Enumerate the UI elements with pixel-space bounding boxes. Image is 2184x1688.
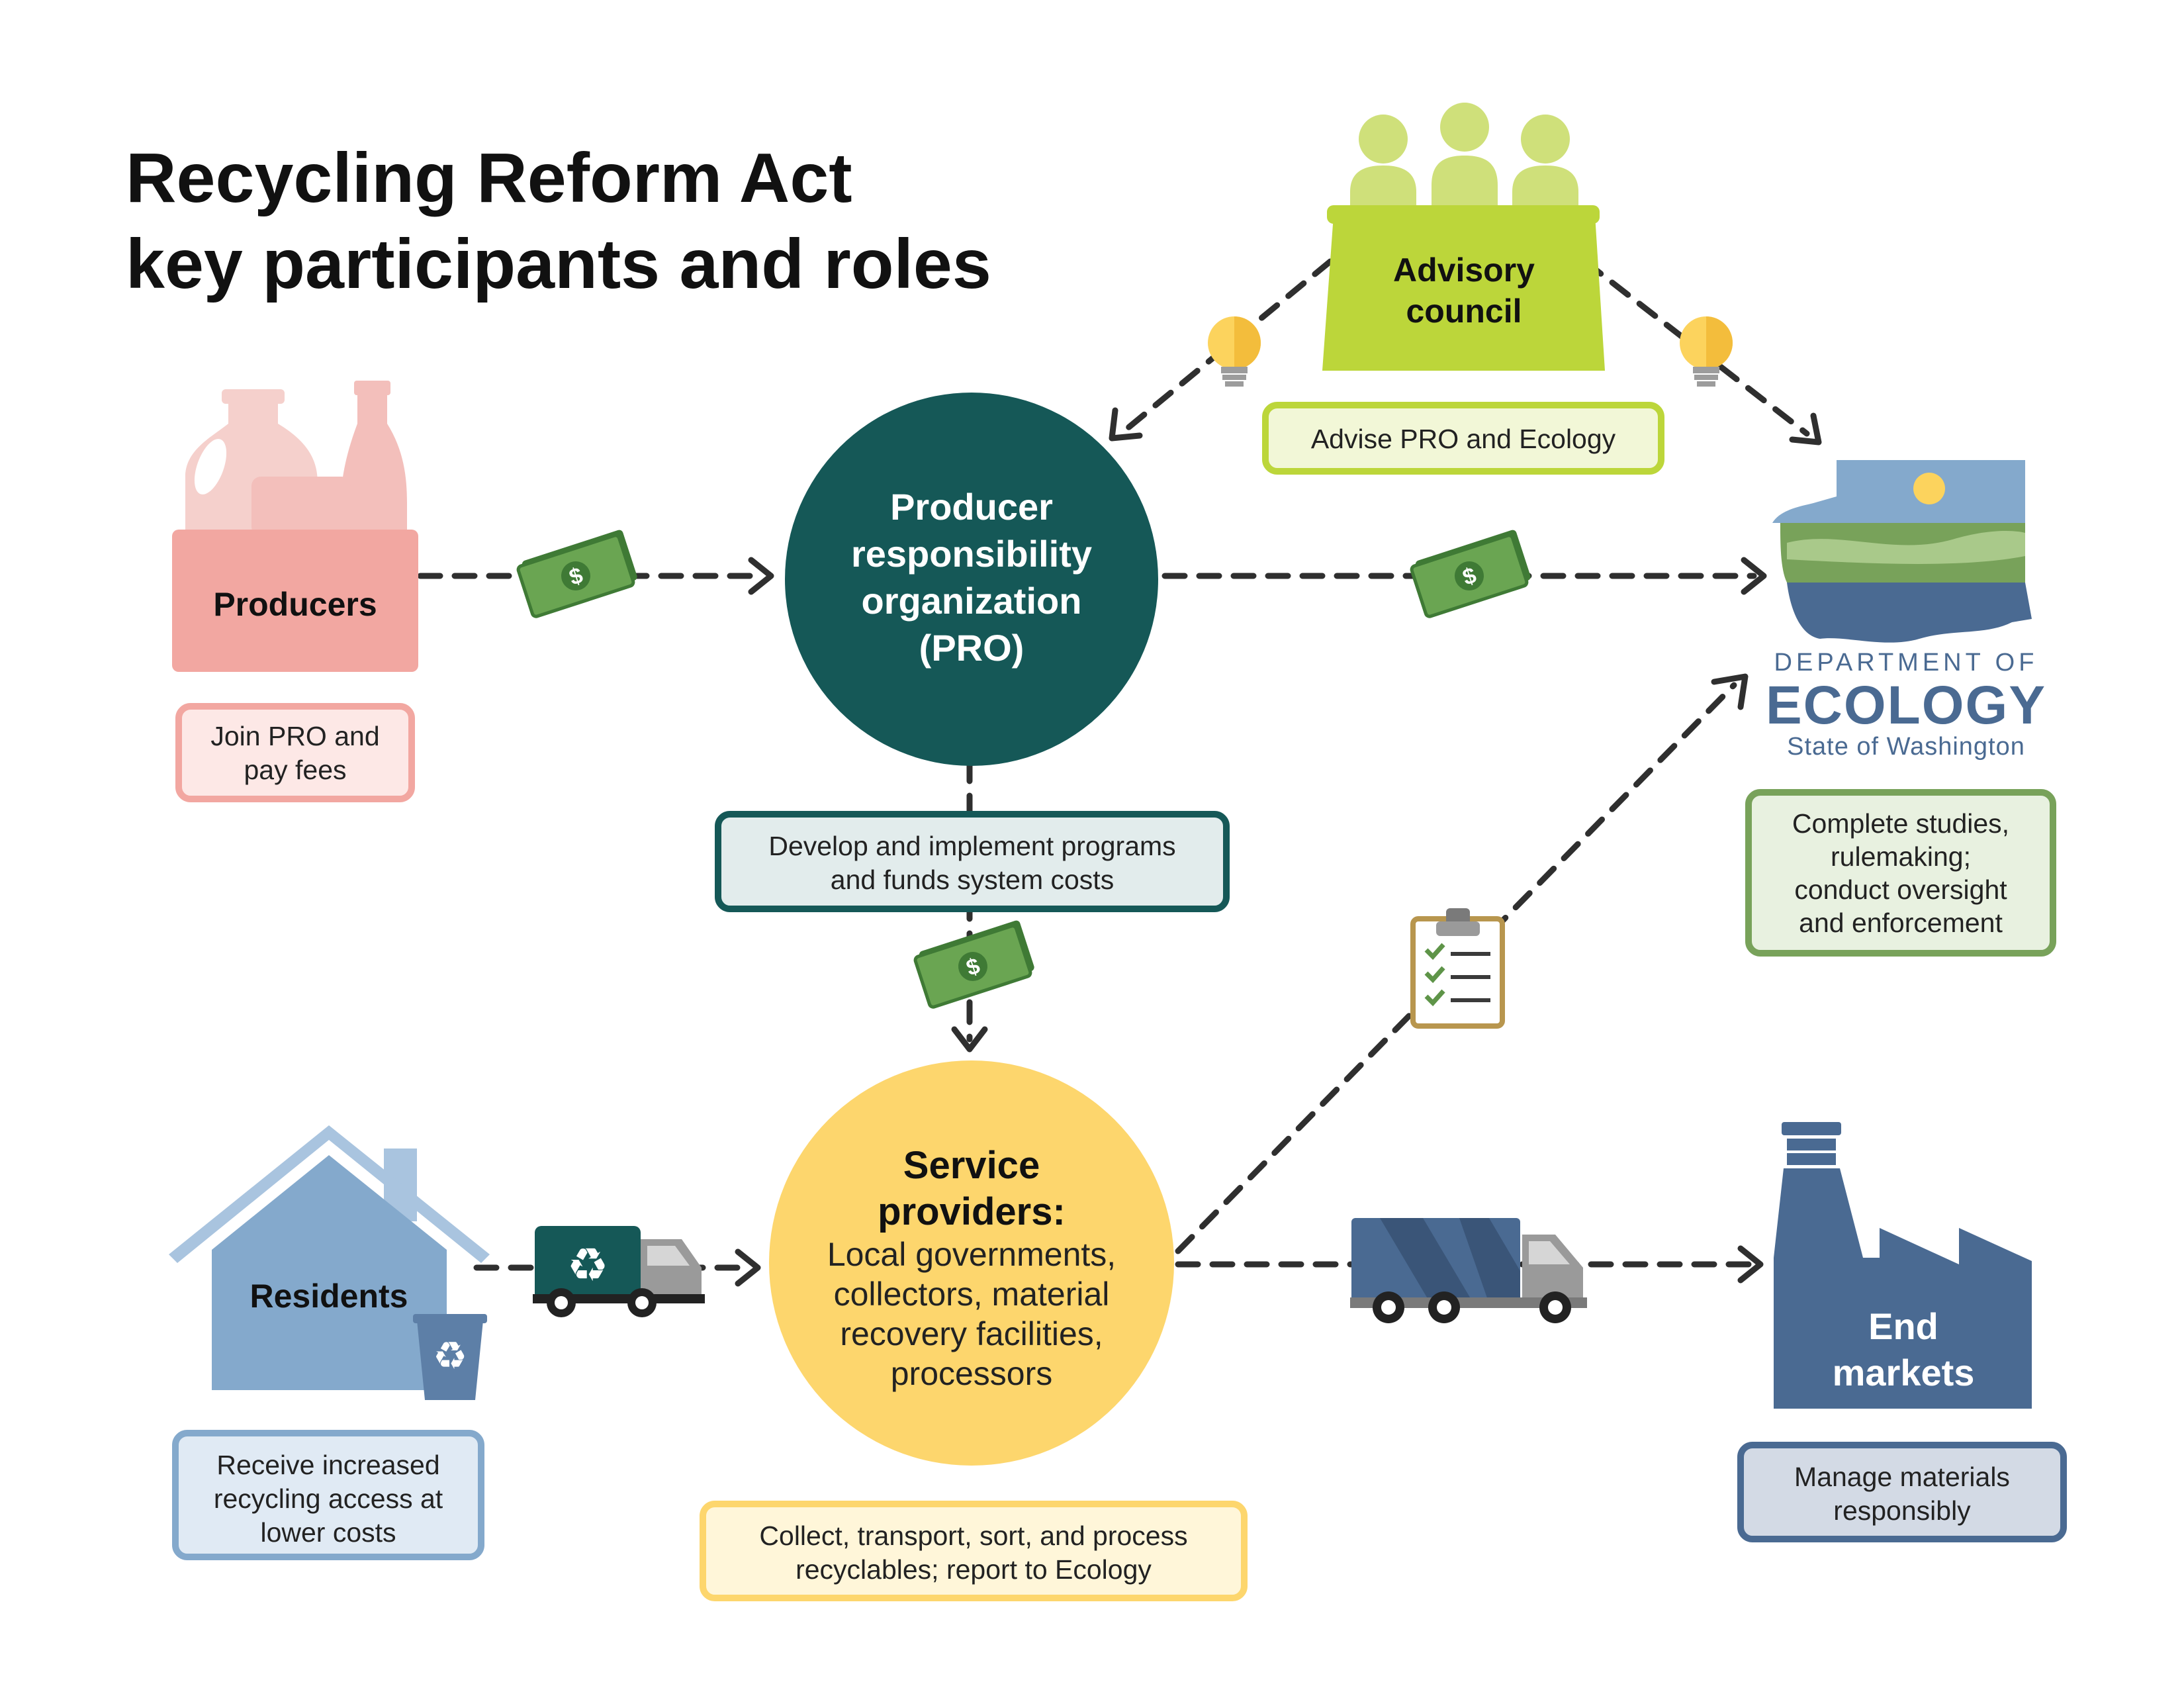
residents-role-line-2: recycling access at (214, 1483, 443, 1514)
title-line-1: Recycling Reform Act (126, 139, 852, 217)
pro-label-line-2: responsibility (851, 533, 1092, 575)
ecology-role-box (1745, 789, 2056, 957)
pro-label-line-4: (PRO) (919, 627, 1024, 669)
producers-role-box (175, 703, 415, 802)
advisory-podium (1322, 215, 1605, 371)
ecology-role-line-3: conduct oversight (1794, 874, 2007, 905)
money-icon (518, 529, 639, 618)
service-providers-circle (769, 1060, 1174, 1466)
ecology-role-line-1: Complete studies, (1792, 808, 2009, 839)
pro-label-line-3: organization (862, 580, 1082, 622)
advisory-role-box (1262, 402, 1664, 475)
delivery-truck-icon (1350, 1218, 1587, 1323)
svg-text:♻: ♻ (433, 1333, 467, 1378)
ecology-logo: DEPARTMENT OF ECOLOGY State of Washingto… (1766, 460, 2046, 761)
markets-label-line-2: markets (1833, 1352, 1975, 1393)
service-role-line-2: recyclables; report to Ecology (796, 1554, 1152, 1585)
markets-role-line-2: responsibly (1833, 1495, 1971, 1526)
producers-label: Producers (213, 586, 377, 623)
service-desc-line-1: Local governments, (827, 1236, 1116, 1273)
advisory-label-line-2: council (1406, 293, 1522, 330)
pro-circle (785, 393, 1158, 766)
producers-role-line-2: pay fees (244, 755, 347, 785)
residents-label: Residents (250, 1278, 408, 1315)
service-role-line-1: Collect, transport, sort, and process (759, 1521, 1187, 1551)
ecology-logo-line-2: ECOLOGY (1766, 675, 2046, 735)
clipboard-icon (1410, 908, 1505, 1029)
recycling-truck-icon: ♻ (533, 1226, 705, 1317)
producers-box (172, 530, 418, 672)
pro-role-line-2: and funds system costs (831, 865, 1114, 895)
advisory-role: Advise PRO and Ecology (1311, 424, 1616, 454)
lightbulb-icon (1680, 316, 1733, 387)
ecology-role-line-2: rulemaking; (1831, 841, 1971, 872)
residents-role-line-1: Receive increased (216, 1450, 439, 1480)
title-line-2: key participants and roles (126, 225, 991, 303)
svg-text:♻: ♻ (567, 1238, 609, 1292)
money-icon (1411, 529, 1532, 618)
money-icon (915, 919, 1036, 1008)
pro-label-line-1: Producer (890, 486, 1053, 528)
service-desc-line-4: processors (891, 1355, 1053, 1392)
service-label-line-1: Service (903, 1144, 1040, 1187)
producers-role-line-1: Join PRO and (210, 721, 379, 751)
pro-role-line-1: Develop and implement programs (768, 831, 1175, 861)
pro-role-box (715, 811, 1230, 912)
lightbulb-icon (1208, 316, 1261, 387)
ecology-logo-line-3: State of Washington (1787, 733, 2025, 761)
recycle-bin-icon: ♻ (413, 1314, 487, 1400)
service-role-box (700, 1501, 1248, 1601)
markets-label-line-1: End (1868, 1305, 1938, 1347)
service-desc-line-3: recovery facilities, (840, 1315, 1103, 1352)
factory-icon (1774, 1122, 2032, 1409)
people-icon (1350, 103, 1578, 212)
markets-role-box (1737, 1442, 2067, 1542)
advisory-label-line-1: Advisory (1393, 252, 1535, 289)
markets-role-line-1: Manage materials (1794, 1462, 2010, 1492)
service-label-line-2: providers: (878, 1190, 1066, 1233)
house-icon (169, 1125, 490, 1390)
ecology-logo-line-1: DEPARTMENT OF (1774, 649, 2038, 677)
bottles-icon (185, 381, 407, 536)
ecology-role-line-4: and enforcement (1799, 908, 2003, 938)
service-desc-line-2: collectors, material (834, 1276, 1110, 1313)
residents-role-line-3: lower costs (260, 1517, 396, 1548)
residents-role-box (172, 1430, 484, 1560)
